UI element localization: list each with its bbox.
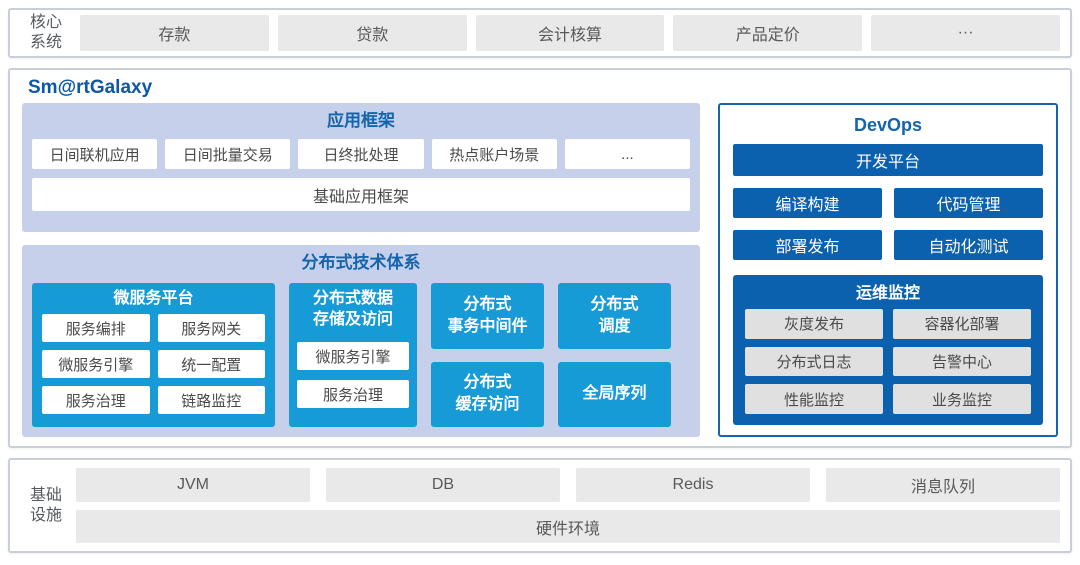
infrastructure-band: 基础设施 JVM DB Redis 消息队列 硬件环境 [8, 458, 1072, 553]
hardware-environment: 硬件环境 [76, 510, 1060, 543]
devops-panel: DevOps 开发平台 编译构建 代码管理 部署发布 自动化测试 运维监控 灰度… [718, 103, 1058, 437]
global-sequence: 全局序列 [558, 361, 671, 427]
app-framework-row: 日间联机应用 日间批量交易 日终批处理 热点账户场景 ... [32, 139, 691, 169]
distributed-middleware-stack: 分布式 事务中间件 分布式 缓存访问 [431, 283, 544, 427]
app-eod-batch: 日终批处理 [298, 139, 424, 169]
infrastructure-row: JVM DB Redis 消息队列 [76, 468, 1060, 502]
unified-config: 统一配置 [157, 350, 265, 378]
distributed-scheduling-stack: 分布式 调度 全局序列 [558, 283, 671, 427]
distributed-cache-access: 分布式 缓存访问 [431, 361, 544, 427]
alert-center: 告警中心 [893, 346, 1031, 377]
base-app-framework: 基础应用框架 [32, 178, 690, 211]
app-hot-account: 热点账户场景 [431, 139, 557, 169]
app-daytime-batch: 日间批量交易 [165, 139, 291, 169]
distributed-data-storage: 分布式数据 存储及访问 微服务引擎 服务治理 [289, 283, 417, 427]
business-monitoring: 业务监控 [893, 384, 1031, 414]
compile-build: 编译构建 [733, 188, 882, 218]
core-systems-band: 核心系统 存款 贷款 会计核算 产品定价 ··· [8, 8, 1072, 58]
core-systems-label: 核心系统 [29, 14, 62, 51]
microservice-platform-title: 微服务平台 [113, 290, 194, 307]
core-system-deposit: 存款 [80, 15, 269, 51]
service-governance: 服务治理 [42, 386, 150, 414]
infra-jvm: JVM [76, 468, 310, 502]
distributed-logging: 分布式日志 [745, 346, 883, 377]
core-system-pricing: 产品定价 [673, 15, 863, 51]
link-monitoring: 链路监控 [157, 386, 265, 414]
ops-monitoring-title: 运维监控 [855, 285, 920, 302]
ds-service-governance: 服务治理 [297, 380, 409, 408]
gray-release: 灰度发布 [745, 309, 883, 339]
infra-redis: Redis [576, 468, 810, 502]
distributed-transaction-middleware: 分布式 事务中间件 [431, 283, 544, 349]
distributed-scheduling: 分布式 调度 [558, 283, 671, 349]
service-gateway: 服务网关 [157, 314, 265, 342]
core-systems-items: 存款 贷款 会计核算 产品定价 ··· [80, 15, 1060, 51]
ds-microservice-engine: 微服务引擎 [297, 342, 409, 370]
dev-platform: 开发平台 [733, 144, 1043, 176]
galaxy-left-column: 应用框架 日间联机应用 日间批量交易 日终批处理 热点账户场景 ... 基础应用… [22, 103, 700, 437]
smartgalaxy-panel: Sm@rtGalaxy 应用框架 日间联机应用 日间批量交易 日终批处理 热点账… [8, 68, 1072, 448]
performance-monitoring: 性能监控 [745, 384, 883, 414]
distributed-data-storage-title: 分布式数据 存储及访问 [312, 290, 393, 328]
infrastructure-label: 基础设施 [29, 486, 62, 524]
smartgalaxy-body: 应用框架 日间联机应用 日间批量交易 日终批处理 热点账户场景 ... 基础应用… [22, 103, 1058, 437]
core-system-ellipsis: ··· [871, 15, 1060, 51]
app-ellipsis: ... [564, 139, 691, 169]
infra-db: DB [326, 468, 560, 502]
microservice-platform: 微服务平台 服务编排 服务网关 微服务引擎 统一配置 服务治理 链路监控 [32, 283, 275, 427]
app-daytime-online: 日间联机应用 [32, 139, 158, 169]
core-system-accounting: 会计核算 [475, 15, 665, 51]
container-deployment: 容器化部署 [893, 309, 1031, 339]
distributed-tech-section: 分布式技术体系 微服务平台 服务编排 服务网关 微服务引擎 统一配置 服务治理 … [22, 245, 700, 437]
infra-message-queue: 消息队列 [826, 468, 1060, 502]
devops-tools-grid: 编译构建 代码管理 部署发布 自动化测试 [733, 188, 1043, 260]
microservice-grid: 服务编排 服务网关 微服务引擎 统一配置 服务治理 链路监控 [42, 314, 265, 414]
devops-title: DevOps [853, 115, 923, 135]
microservice-engine: 微服务引擎 [42, 350, 150, 378]
infrastructure-content: JVM DB Redis 消息队列 硬件环境 [76, 468, 1060, 543]
distributed-tech-title: 分布式技术体系 [301, 253, 421, 272]
app-framework-title: 应用框架 [327, 111, 395, 130]
smartgalaxy-title: Sm@rtGalaxy [28, 77, 153, 98]
core-system-loan: 贷款 [277, 15, 467, 51]
deploy-release: 部署发布 [733, 230, 882, 260]
ops-monitoring-section: 运维监控 灰度发布 容器化部署 分布式日志 告警中心 性能监控 业务监控 [733, 275, 1043, 425]
app-framework-section: 应用框架 日间联机应用 日间批量交易 日终批处理 热点账户场景 ... 基础应用… [22, 103, 700, 232]
automated-testing: 自动化测试 [894, 230, 1043, 260]
service-orchestration: 服务编排 [42, 314, 150, 342]
ops-monitoring-grid: 灰度发布 容器化部署 分布式日志 告警中心 性能监控 业务监控 [745, 309, 1031, 414]
code-management: 代码管理 [894, 188, 1043, 218]
distributed-columns: 微服务平台 服务编排 服务网关 微服务引擎 统一配置 服务治理 链路监控 [32, 283, 690, 427]
